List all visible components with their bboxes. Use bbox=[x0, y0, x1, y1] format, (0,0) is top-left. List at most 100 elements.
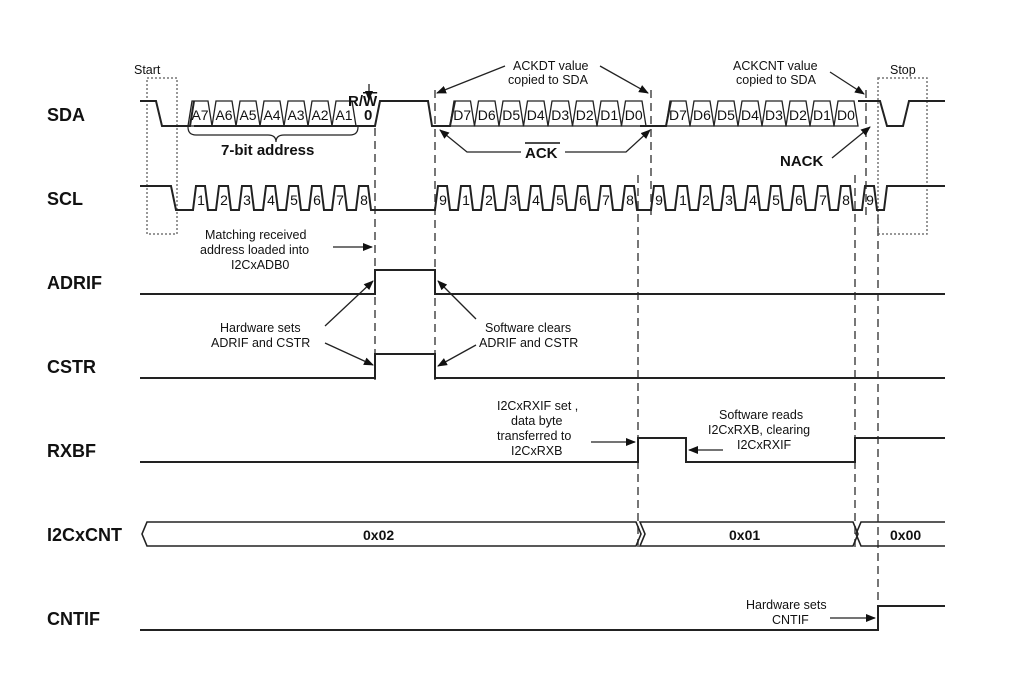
signal-label-cntif: CNTIF bbox=[47, 609, 100, 629]
scl-clock-number: 1 bbox=[462, 192, 470, 208]
scl-clock-number: 1 bbox=[679, 192, 687, 208]
scl-clock-number: 9 bbox=[655, 192, 663, 208]
scl-clock-number: 1 bbox=[197, 192, 205, 208]
scl-clock-number: 6 bbox=[579, 192, 587, 208]
counter-value-3: 0x00 bbox=[890, 527, 921, 543]
counter-segment-0x01 bbox=[638, 521, 859, 547]
scl-clock-number: 8 bbox=[842, 192, 850, 208]
counter-value-2: 0x01 bbox=[729, 527, 760, 543]
scl-clock-number: 7 bbox=[819, 192, 827, 208]
rxif-note-line1: I2CxRXIF set , bbox=[497, 399, 578, 413]
scl-clock-number: 9 bbox=[439, 192, 447, 208]
hw-sets-arrow-adrif bbox=[324, 280, 374, 327]
scl-clock-number: 7 bbox=[602, 192, 610, 208]
address-bit-cell-label: A3 bbox=[287, 107, 304, 123]
address-brace bbox=[187, 126, 359, 143]
data-bit-cell-label: D7 bbox=[453, 107, 471, 123]
data-bit-cell-label: D2 bbox=[789, 107, 807, 123]
data-bit-cell bbox=[596, 100, 623, 127]
ackcnt-note-line2: copied to SDA bbox=[736, 73, 817, 87]
address-bit-cell bbox=[283, 100, 309, 127]
cntif-note-line2: CNTIF bbox=[772, 613, 809, 627]
data-bit-cell bbox=[689, 100, 715, 127]
hw-sets-note-line2: ADRIF and CSTR bbox=[211, 336, 310, 350]
data-bit-cell-label: D6 bbox=[693, 107, 711, 123]
ackdt-note-line1: ACKDT value bbox=[513, 59, 589, 73]
hw-sets-arrow-cstr bbox=[324, 342, 374, 366]
signal-label-rxbf: RXBF bbox=[47, 441, 96, 461]
ackdt-arrow-left bbox=[436, 65, 506, 94]
data-bit-cell-label: D3 bbox=[765, 107, 783, 123]
address-bit-cell-label: A1 bbox=[335, 107, 352, 123]
data-bit-cell bbox=[522, 100, 549, 127]
start-condition-box bbox=[146, 77, 178, 235]
signal-label-i2cxcnt: I2CxCNT bbox=[47, 525, 122, 545]
data-bit-cell bbox=[785, 100, 811, 127]
address-bit-cell bbox=[187, 100, 213, 127]
rxif-note-line2: data byte bbox=[511, 414, 562, 428]
ackdt-note-line2: copied to SDA bbox=[508, 73, 589, 87]
data-bit-cell-label: D1 bbox=[600, 107, 618, 123]
data-bit-cell bbox=[498, 100, 525, 127]
counter-value-1: 0x02 bbox=[363, 527, 394, 543]
scl-clock-number: 7 bbox=[336, 192, 344, 208]
signal-label-cstr: CSTR bbox=[47, 357, 96, 377]
data-bit-cell bbox=[620, 100, 647, 127]
address-bit-cell-label: A7 bbox=[191, 107, 208, 123]
start-label: Start bbox=[134, 63, 161, 77]
ack-label: ACK bbox=[525, 145, 558, 162]
address-label: 7-bit address bbox=[221, 142, 314, 159]
hw-sets-note-line1: Hardware sets bbox=[220, 321, 301, 335]
data-bit-cell bbox=[547, 100, 574, 127]
data-bit-cell bbox=[833, 100, 859, 127]
scl-clock-number: 2 bbox=[220, 192, 228, 208]
address-bit-cell-label: A2 bbox=[311, 107, 328, 123]
match-note-line3: I2CxADB0 bbox=[231, 258, 289, 272]
data-bit-cell bbox=[665, 100, 691, 127]
counter-segment-0x02 bbox=[141, 521, 642, 547]
sw-reads-note-line2: I2CxRXB, clearing bbox=[708, 423, 810, 437]
scl-clock-number: 2 bbox=[485, 192, 493, 208]
rxif-note-line3: transferred to bbox=[497, 429, 571, 443]
nack-label: NACK bbox=[780, 153, 823, 170]
cstr-waveform bbox=[140, 353, 945, 379]
sw-reads-note-line3: I2CxRXIF bbox=[737, 438, 792, 452]
address-bit-cell bbox=[235, 100, 261, 127]
data-bit-cell-label: D0 bbox=[625, 107, 643, 123]
sw-reads-note-line1: Software reads bbox=[719, 408, 803, 422]
scl-waveform bbox=[140, 185, 945, 211]
rxbf-waveform bbox=[140, 437, 945, 463]
data-bit-cell bbox=[809, 100, 835, 127]
signal-label-scl: SCL bbox=[47, 189, 83, 209]
data-bit-cell-label: D3 bbox=[551, 107, 569, 123]
cntif-note-line1: Hardware sets bbox=[746, 598, 827, 612]
address-bit-cell bbox=[307, 100, 333, 127]
data-bit-cell-label: D7 bbox=[669, 107, 687, 123]
address-bit-cell-label: A5 bbox=[239, 107, 256, 123]
adrif-waveform bbox=[140, 269, 945, 295]
data-bit-cell-label: D4 bbox=[741, 107, 759, 123]
match-note-line1: Matching received bbox=[205, 228, 306, 242]
scl-clock-number: 3 bbox=[725, 192, 733, 208]
address-bit-cell-label: A4 bbox=[263, 107, 280, 123]
counter-segment-0x00 bbox=[855, 521, 945, 547]
data-bit-cell-label: D5 bbox=[502, 107, 520, 123]
scl-clock-number: 5 bbox=[290, 192, 298, 208]
ack-arrow-left bbox=[439, 129, 521, 153]
rw-label: R/W bbox=[348, 93, 378, 110]
data-bit-cell-label: D5 bbox=[717, 107, 735, 123]
signal-label-adrif: ADRIF bbox=[47, 273, 102, 293]
sda-waveform bbox=[140, 100, 945, 127]
data-bit-cell-label: D1 bbox=[813, 107, 831, 123]
address-bit-cell-label: A6 bbox=[215, 107, 232, 123]
scl-clock-number: 3 bbox=[243, 192, 251, 208]
data-bit-cell-label: D4 bbox=[527, 107, 545, 123]
scl-clock-number: 6 bbox=[795, 192, 803, 208]
sw-clears-note-line2: ADRIF and CSTR bbox=[479, 336, 578, 350]
data-bit-cell-label: D6 bbox=[478, 107, 496, 123]
scl-clock-number: 2 bbox=[702, 192, 710, 208]
address-bit-cell bbox=[331, 100, 357, 127]
match-note-line2: address loaded into bbox=[200, 243, 309, 257]
